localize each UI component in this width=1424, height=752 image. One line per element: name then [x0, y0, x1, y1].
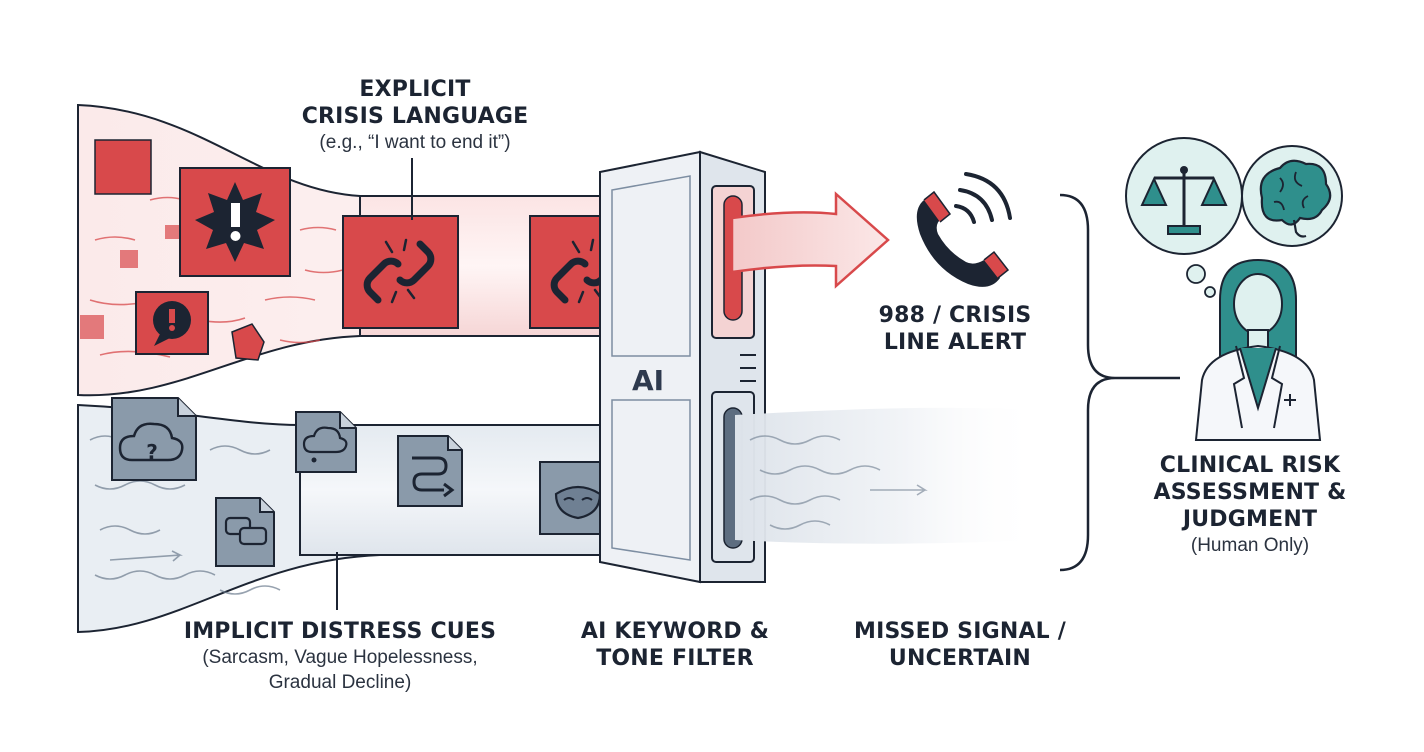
question-cloud-icon: ?	[111, 397, 197, 481]
alert-bubble-icon	[135, 291, 209, 355]
implicit-desc-line1: (Sarcasm, Vague Hopelessness,	[202, 647, 478, 668]
implicit-desc-line2: Gradual Decline)	[268, 672, 412, 693]
explicit-fragments	[80, 139, 516, 361]
missed-title-line1: MISSED SIGNAL /	[854, 619, 1066, 644]
clinical-title-line1: CLINICAL RISK	[1159, 453, 1341, 478]
svg-text:?: ?	[146, 440, 158, 464]
implicit-title: IMPLICIT DISTRESS CUES	[183, 619, 497, 644]
explicit-label: EXPLICIT CRISIS LANGUAGE (e.g., “I want …	[290, 76, 540, 155]
filter-title-line1: AI KEYWORD &	[580, 619, 770, 644]
broken-link-icon	[342, 215, 459, 329]
squiggle-arrow-icon	[397, 435, 463, 507]
alert-label: 988 / CRISIS LINE ALERT	[870, 302, 1040, 356]
filter-title-line2: TONE FILTER	[596, 646, 754, 671]
warning-burst-icon	[179, 167, 291, 277]
explicit-title-line1: EXPLICIT	[359, 77, 471, 102]
clinical-note: (Human Only)	[1190, 535, 1310, 556]
explicit-stream	[77, 103, 669, 397]
clinician-icon	[1194, 258, 1322, 441]
chat-bubbles-icon	[215, 497, 275, 567]
thought-dots	[1186, 264, 1216, 298]
missed-signal-fade	[735, 407, 1040, 544]
phone-ringing-icon	[916, 172, 1012, 287]
clinical-label: CLINICAL RISK ASSESSMENT & JUDGMENT (Hum…	[1150, 452, 1350, 558]
alert-title-line2: LINE ALERT	[883, 330, 1027, 355]
explicit-title-line2: CRISIS LANGUAGE	[301, 104, 529, 129]
ai-filter-mark: AI	[632, 364, 665, 397]
missed-flow-lines	[749, 435, 928, 530]
clinical-title-line3: JUDGMENT	[1182, 507, 1318, 532]
missed-label: MISSED SIGNAL / UNCERTAIN	[850, 618, 1070, 672]
ai-filter-device	[599, 150, 766, 584]
explicit-example: (e.g., “I want to end it”)	[319, 132, 511, 153]
clinical-title-line2: ASSESSMENT &	[1153, 480, 1347, 505]
alert-arrow	[730, 191, 890, 289]
alert-title-line1: 988 / CRISIS	[878, 303, 1032, 328]
merge-brace	[1059, 193, 1116, 572]
brain-icon	[1241, 145, 1343, 247]
missed-title-line2: UNCERTAIN	[888, 646, 1032, 671]
filter-label: AI KEYWORD & TONE FILTER	[570, 618, 780, 672]
thought-cloud-icon	[295, 411, 357, 473]
implicit-stream: ?	[77, 397, 679, 634]
scales-icon	[1125, 137, 1243, 255]
implicit-label: IMPLICIT DISTRESS CUES (Sarcasm, Vague H…	[180, 618, 500, 695]
